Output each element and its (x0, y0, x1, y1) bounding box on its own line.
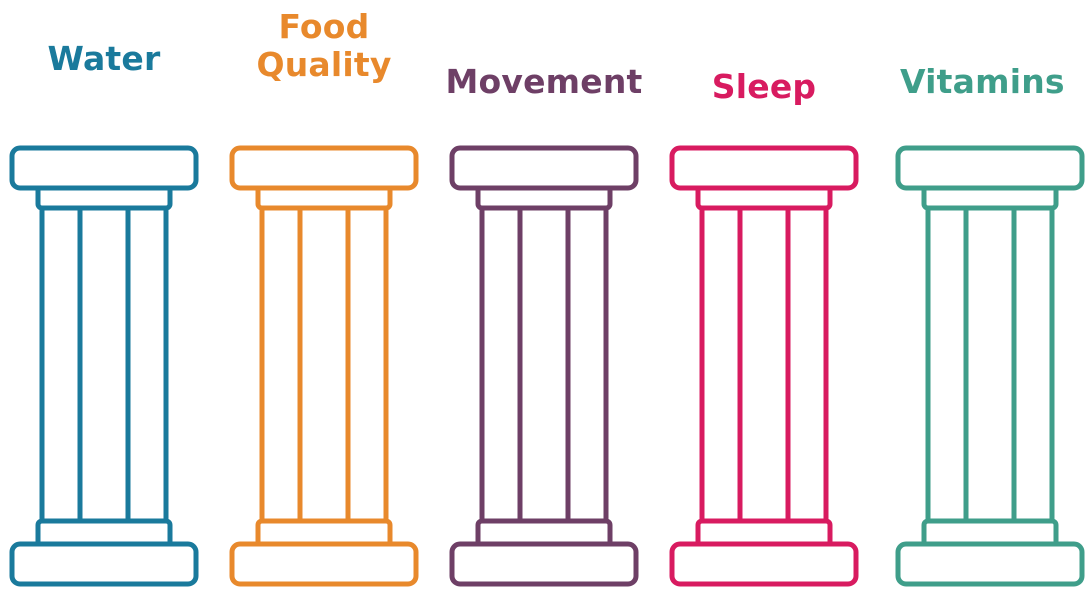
pillar-label-line: Sleep (711, 67, 817, 106)
pillar-sleep: Sleep (664, 0, 864, 590)
pillar-label: Water (4, 40, 204, 78)
pillar-label-line: Water (47, 39, 161, 78)
column-icon (229, 145, 419, 587)
column-shaft (479, 205, 609, 527)
pillar-label-line: Movement (445, 62, 643, 101)
pillar-movement: Movement (444, 0, 644, 590)
pillar-label: Vitamins (900, 63, 1086, 101)
column-base (449, 541, 639, 587)
pillar-water: Water (4, 0, 204, 590)
column-capital (895, 145, 1085, 191)
pillar-label-line: Food (278, 7, 370, 46)
pillar-label-line: Quality (256, 45, 392, 84)
column-base (9, 541, 199, 587)
column-shaft (259, 205, 389, 527)
column-capital (669, 145, 859, 191)
pillar-label: Sleep (664, 68, 864, 106)
pillar-vitamins: Vitamins (890, 0, 1086, 590)
pillar-label: Food Quality (224, 8, 424, 84)
column-base (229, 541, 419, 587)
column-base (669, 541, 859, 587)
column-icon (895, 145, 1085, 587)
column-shaft (925, 205, 1055, 527)
column-shaft (39, 205, 169, 527)
pillar-label-line: Vitamins (900, 62, 1065, 101)
column-icon (669, 145, 859, 587)
pillar-food-quality: Food Quality (224, 0, 424, 590)
pillar-label: Movement (444, 63, 644, 101)
column-base (895, 541, 1085, 587)
column-capital (449, 145, 639, 191)
column-icon (449, 145, 639, 587)
column-shaft (699, 205, 829, 527)
column-capital (229, 145, 419, 191)
column-icon (9, 145, 199, 587)
column-capital (9, 145, 199, 191)
